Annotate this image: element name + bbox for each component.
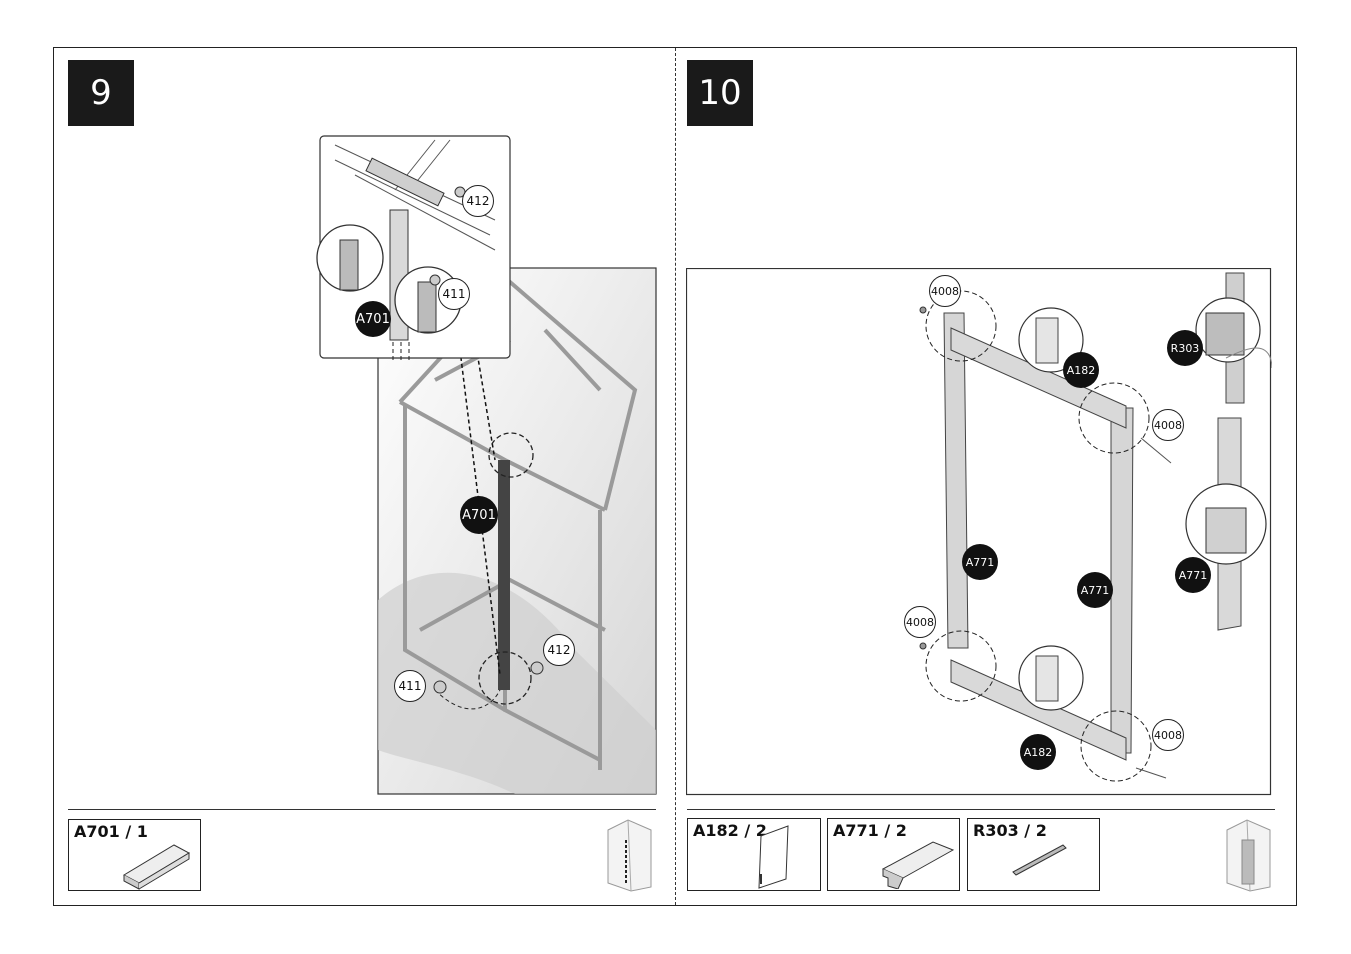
part-a182-icon: [758, 825, 789, 889]
step-10-parts-rule: [687, 809, 1275, 810]
part-r303: R303 / 2: [967, 818, 1100, 891]
callout-4008-top-left: 4008: [929, 275, 961, 307]
step-divider: [675, 48, 676, 905]
callout-a182-bottom: A182: [1020, 734, 1056, 770]
callout-a771-left: A771: [962, 544, 998, 580]
part-a182: A182 / 2: [687, 818, 821, 891]
part-label: A182 / 2: [693, 821, 767, 840]
part-a771-icon: [881, 841, 955, 889]
step-9-parts-rule: [68, 809, 656, 810]
part-r303-icon: [1012, 844, 1067, 876]
step-9-illustration: [316, 135, 657, 795]
callout-a771-right: A771: [1077, 572, 1113, 608]
callout-411-top: 411: [438, 278, 470, 310]
callout-411-bottom: 411: [394, 670, 426, 702]
callout-4008-bottom-left: 4008: [904, 606, 936, 638]
part-a771: A771 / 2: [827, 818, 960, 891]
part-label: A701 / 1: [74, 822, 148, 841]
callout-a182-top: A182: [1063, 352, 1099, 388]
greenhouse-progress-icon-9: [607, 819, 652, 892]
callout-r303: R303: [1167, 330, 1203, 366]
part-label: R303 / 2: [973, 821, 1047, 840]
callout-a701-top: A701: [355, 301, 391, 337]
callout-a701-main: A701: [460, 496, 498, 534]
part-a701: A701 / 1: [68, 819, 201, 891]
callout-412-bottom: 412: [543, 634, 575, 666]
part-label: A771 / 2: [833, 821, 907, 840]
page-frame: [53, 47, 1297, 906]
step-9-number: 9: [68, 60, 134, 126]
callout-a771-detail: A771: [1175, 557, 1211, 593]
callout-412-top: 412: [462, 185, 494, 217]
part-a701-icon: [122, 844, 191, 890]
callout-4008-bottom-right: 4008: [1152, 719, 1184, 751]
step-10-number: 10: [687, 60, 753, 126]
callout-4008-top-right: 4008: [1152, 409, 1184, 441]
greenhouse-progress-icon-10: [1226, 819, 1271, 892]
